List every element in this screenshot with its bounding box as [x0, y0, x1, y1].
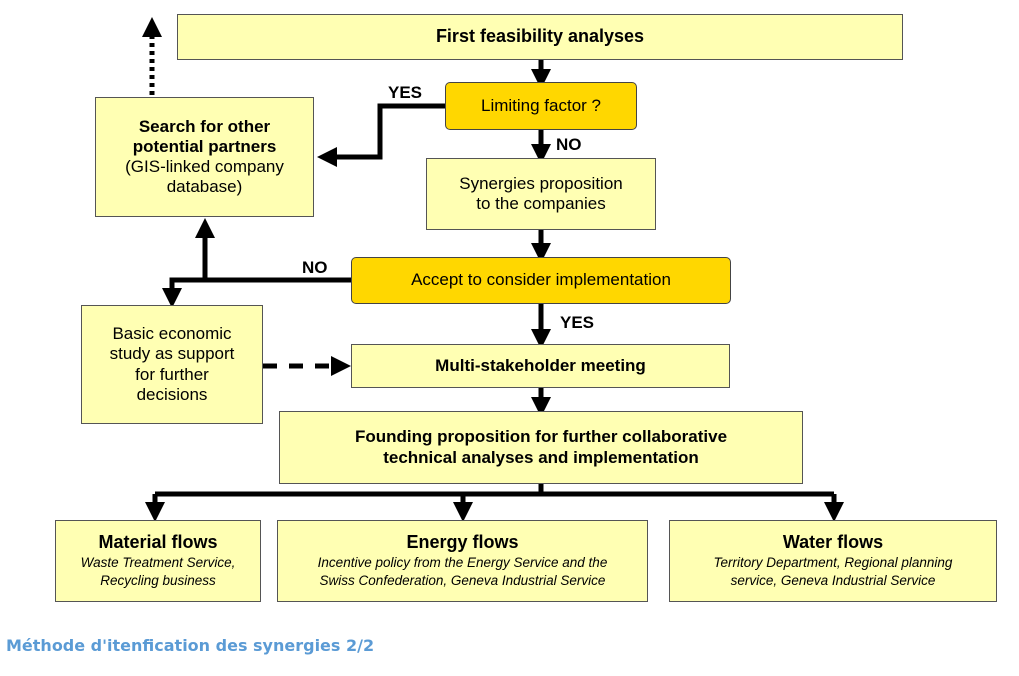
material-flows-desc: Waste Treatment Service, Recycling busin…: [81, 554, 236, 589]
no-label-limiting: NO: [556, 135, 582, 154]
material-desc-line2: Recycling business: [100, 572, 216, 588]
energy-flows-box: Energy flows Incentive policy from the E…: [277, 520, 648, 602]
synergies-proposition-box: Synergies proposition to the companies: [426, 158, 656, 230]
economic-line4: decisions: [136, 384, 208, 404]
material-flows-box: Material flows Waste Treatment Service, …: [55, 520, 261, 602]
figure-caption: Méthode d'itenfication des synergies 2/2: [6, 636, 375, 655]
search-partners-line1: Search for other: [138, 116, 271, 136]
economic-study-box: Basic economic study as support for furt…: [81, 305, 263, 424]
synergies-line1: Synergies proposition: [459, 173, 623, 193]
limiting-factor-decision: Limiting factor ?: [445, 82, 637, 130]
water-desc-line2: service, Geneva Industrial Service: [730, 572, 936, 588]
energy-flows-desc: Incentive policy from the Energy Service…: [318, 554, 608, 589]
material-flows-title: Material flows: [98, 531, 218, 552]
water-desc-line1: Territory Department, Regional planning: [713, 555, 953, 571]
material-desc-line1: Waste Treatment Service,: [80, 555, 236, 571]
water-flows-desc: Territory Department, Regional planning …: [714, 554, 953, 589]
no-label-accept: NO: [302, 258, 328, 277]
multi-stakeholder-meeting-box: Multi-stakeholder meeting: [351, 344, 730, 388]
search-partners-line2: potential partners: [132, 136, 277, 156]
energy-flows-title: Energy flows: [406, 531, 519, 552]
water-flows-title: Water flows: [782, 531, 884, 552]
yes-label-limiting: YES: [388, 83, 423, 102]
founding-line2: technical analyses and implementation: [383, 447, 699, 467]
accept-implementation-text: Accept to consider implementation: [411, 270, 671, 290]
first-feasibility-text: First feasibility analyses: [435, 26, 645, 47]
first-feasibility-box: First feasibility analyses: [177, 14, 903, 60]
arrow-accept-to-economic: [162, 277, 205, 308]
founding-line1: Founding proposition for further collabo…: [354, 427, 728, 447]
yes-label-accept: YES: [560, 313, 595, 332]
arrow-accept-to-search: [195, 218, 351, 283]
synergies-line2: to the companies: [476, 194, 606, 213]
search-partners-line4: database): [166, 177, 243, 197]
water-flows-box: Water flows Territory Department, Region…: [669, 520, 997, 602]
economic-line1: Basic economic: [112, 324, 232, 344]
economic-line3: for further: [135, 364, 209, 384]
arrow-limiting-to-search: [317, 103, 445, 167]
meeting-text: Multi-stakeholder meeting: [435, 355, 646, 375]
search-partners-line3: (GIS-linked company: [125, 157, 284, 176]
search-partners-box: Search for other potential partners (GIS…: [95, 97, 314, 217]
energy-desc-line2: Swiss Confederation, Geneva Industrial S…: [319, 572, 606, 588]
limiting-factor-text: Limiting factor ?: [481, 95, 601, 115]
energy-desc-line1: Incentive policy from the Energy Service…: [317, 555, 608, 571]
founding-proposition-box: Founding proposition for further collabo…: [279, 411, 803, 484]
economic-line2: study as support: [109, 344, 235, 364]
accept-implementation-decision: Accept to consider implementation: [351, 257, 731, 304]
